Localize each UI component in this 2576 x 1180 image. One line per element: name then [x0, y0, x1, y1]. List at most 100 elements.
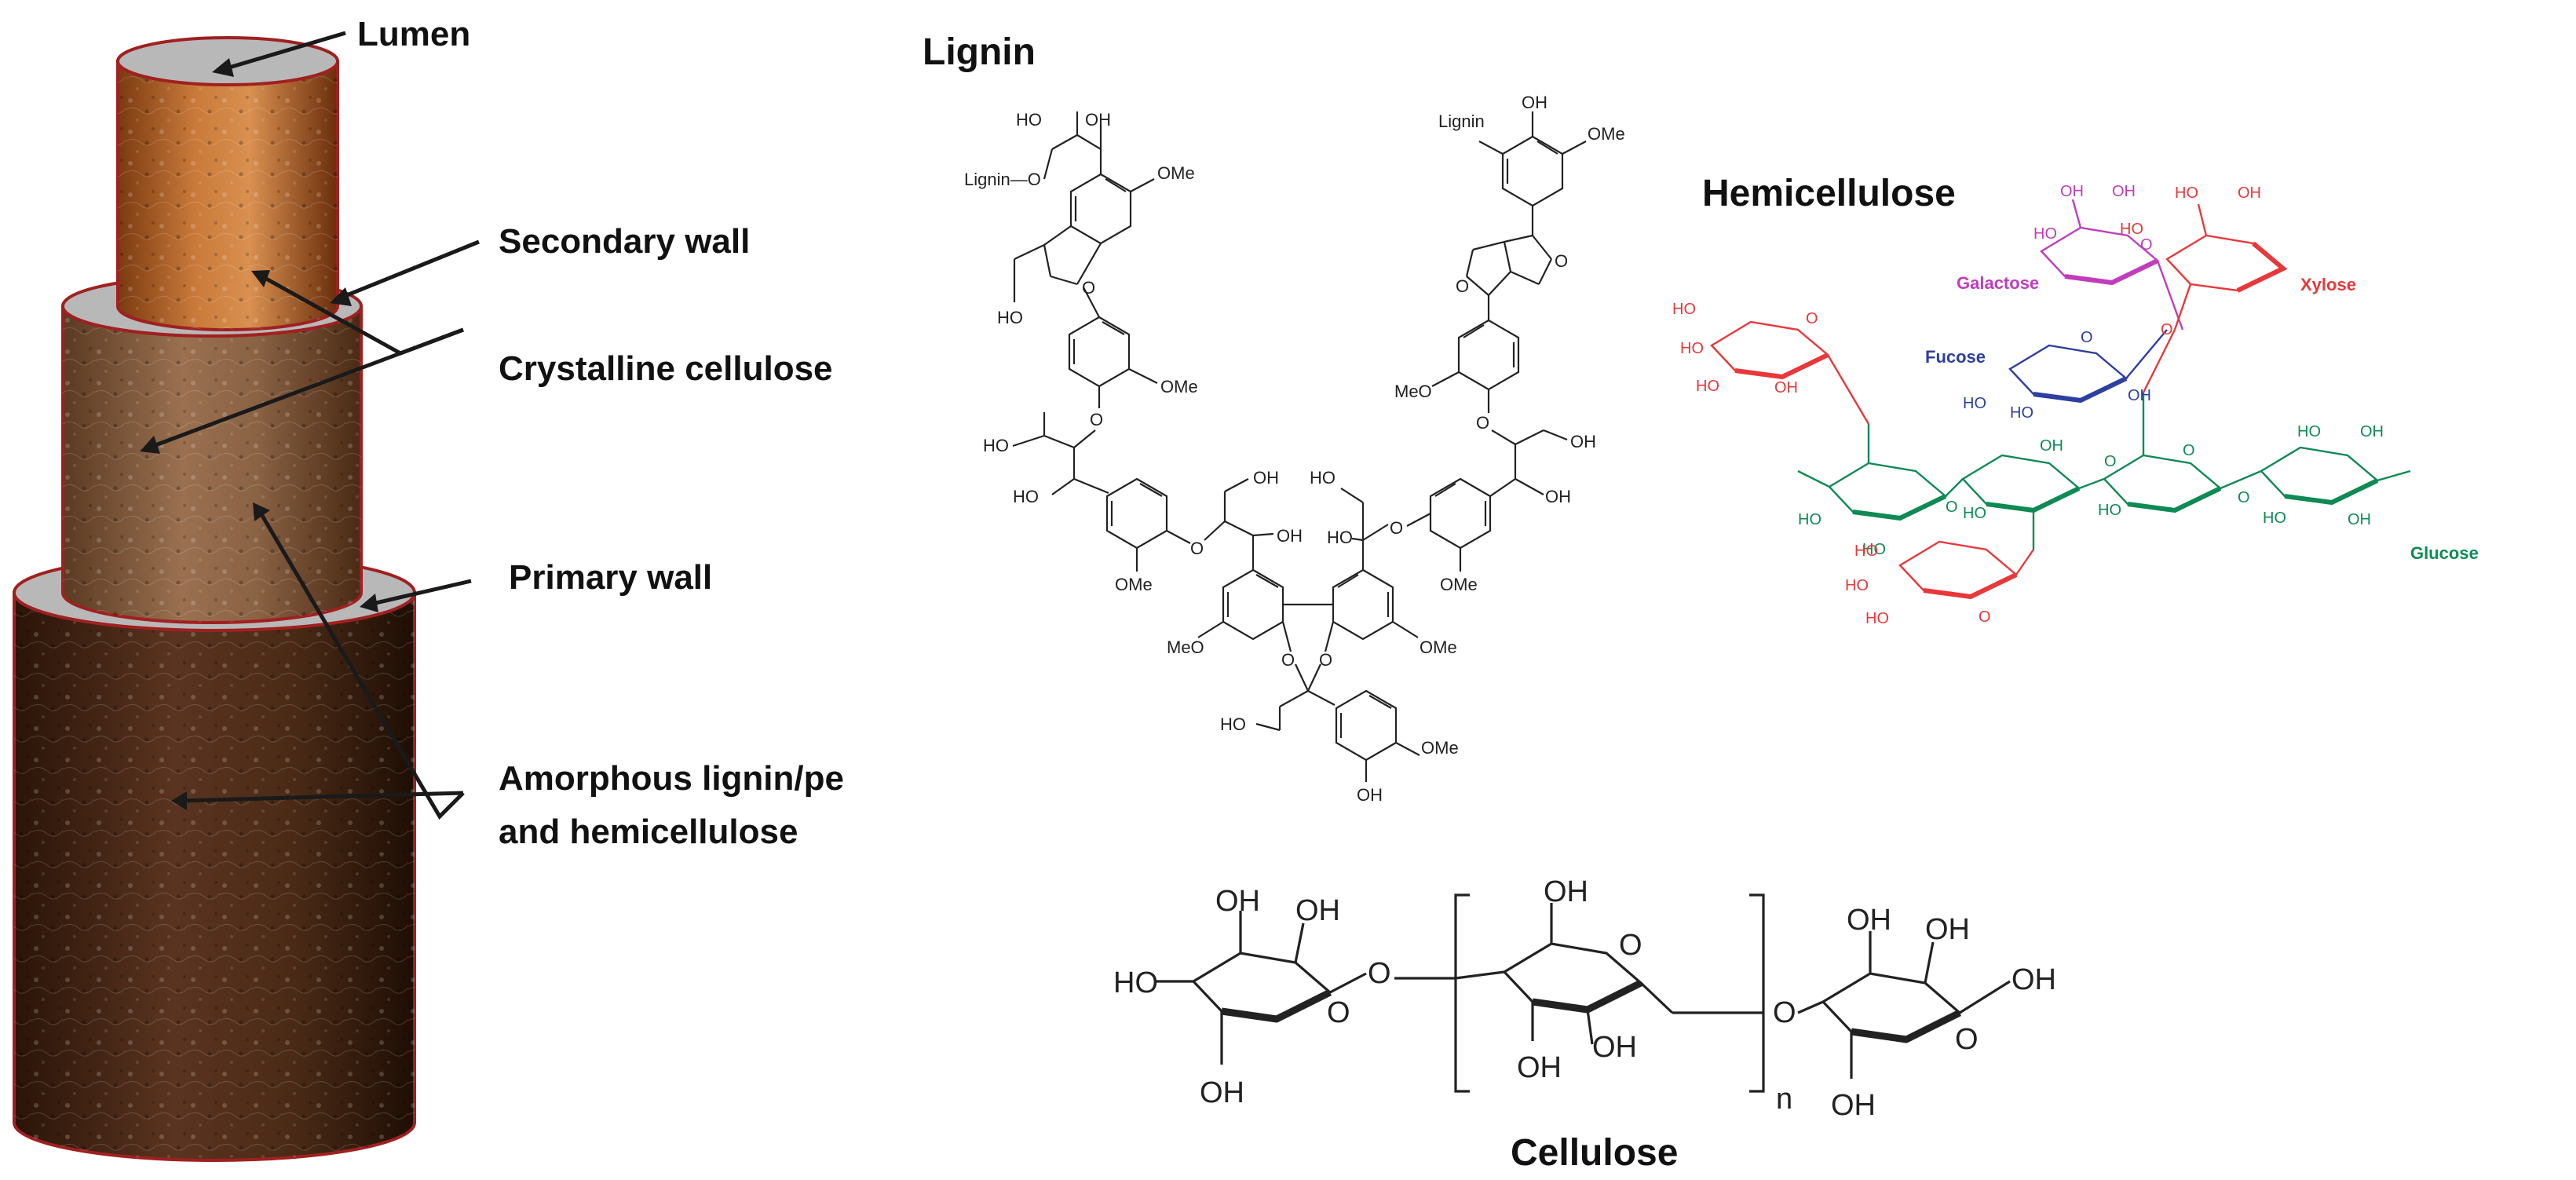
label-lumen: Lumen [357, 15, 470, 53]
atom-ome-7: OMe [1588, 124, 1625, 144]
atom-ho-2: HO [997, 308, 1023, 327]
lignin-ring-3 [1105, 477, 1191, 572]
hemicellulose-title: Hemicellulose [1702, 173, 1956, 214]
cellulose-atom-ho-1: HO [1113, 966, 1158, 999]
cellulose-ring-middle [1455, 903, 1763, 1045]
lignin-ring-4 [1429, 477, 1516, 572]
cellulose-title: Cellulose [1511, 1132, 1678, 1174]
atom-lignin: Lignin [1438, 111, 1485, 131]
hemi-atom-oh-ga1: OH [2060, 183, 2084, 200]
label-secondary-wall: Secondary wall [499, 222, 750, 261]
cellulose-atom-o-4: O [1773, 996, 1796, 1029]
hemi-atom-ho-g3: HO [1963, 505, 1986, 522]
primary-wall-cylinder [13, 553, 416, 1162]
hemi-atom-o-x1: O [1806, 310, 1818, 327]
cellulose-atom-oh-10: OH [1831, 1089, 1876, 1122]
hemi-atom-ho-x4: HO [1854, 543, 1878, 560]
xylose-bottom [1898, 540, 2034, 600]
atom-o-9: O [1555, 251, 1568, 271]
hemi-atom-ho-g1: HO [1798, 511, 1821, 528]
label-crystalline-cellulose: Crystalline cellulose [499, 349, 833, 388]
hemi-atom-ho-x5: HO [1845, 577, 1869, 594]
lignin-structure: Lignin HO OH Lignin—O OMe O HO [923, 31, 1625, 805]
hemi-atom-oh-g1: OH [2040, 437, 2063, 455]
hemi-atom-o-g4: O [2238, 489, 2250, 506]
cellulose-atom-oh-1: OH [1215, 885, 1260, 918]
hemi-atom-oh-g2: OH [2360, 423, 2384, 440]
atom-oh-5: OH [1570, 432, 1596, 451]
cellulose-atom-oh-6: OH [1592, 1031, 1637, 1064]
hemi-atom-ho-x1: HO [1672, 301, 1696, 318]
hemi-atom-o-ga1: O [2140, 236, 2153, 254]
hemi-atom-ho-x6: HO [1865, 610, 1889, 627]
cellulose-atom-o-1: O [1327, 996, 1350, 1029]
atom-oh-3: OH [1277, 526, 1303, 546]
cellulose-atom-n: n [1776, 1083, 1792, 1116]
cellulose-structure: HO OH OH O OH O OH O OH OH n O [1113, 875, 2056, 1174]
atom-ho-1: HO [1016, 110, 1042, 130]
lignin-ring-1 [1043, 149, 1155, 286]
atom-o-7: O [1476, 413, 1489, 433]
glucose-backbone [1797, 393, 2411, 550]
label-primary-wall: Primary wall [509, 558, 712, 597]
fiber-arrows [140, 31, 480, 820]
sugar-fucose: Fucose [1925, 347, 1986, 367]
atom-oh-2: OH [1253, 468, 1279, 488]
lignin-title: Lignin [923, 31, 1036, 73]
hemi-atom-ho-f2: HO [2010, 404, 2033, 422]
hemi-atom-ho-x2: HO [1680, 340, 1704, 357]
hemi-atom-ho-g5: HO [2297, 423, 2321, 440]
xylose-top-right [2142, 203, 2288, 393]
lignin-ring-bottom [1335, 689, 1420, 782]
lignin-ring-5 [1431, 295, 1520, 391]
atom-ho-6: HO [1327, 528, 1353, 547]
atom-oh-6: OH [1545, 487, 1571, 506]
label-amorphous-line1: Amorphous lignin/pe [499, 759, 844, 798]
cellulose-atom-o-2: O [1368, 957, 1391, 990]
hemi-atom-ho-ga1: HO [2033, 225, 2057, 243]
atom-o-1: O [1082, 278, 1095, 298]
atom-oh-1: OH [1085, 110, 1111, 130]
secondary-wall-cylinder [61, 275, 363, 624]
hemi-atom-ho-x8: HO [2175, 184, 2198, 202]
cellulose-atom-o-3: O [1619, 929, 1642, 962]
cellulose-atom-oh-3: OH [1200, 1076, 1244, 1109]
atom-ome-3: OMe [1115, 575, 1153, 594]
hemi-atom-ho-f1: HO [1963, 395, 1986, 412]
fiber-illustration: Lumen Secondary wall Crystalline cellulo… [13, 15, 844, 1162]
lignin-ring-6 [1478, 111, 1587, 207]
cellulose-atom-oh-5: OH [1517, 1051, 1562, 1084]
sugar-glucose: Glucose [2410, 543, 2479, 563]
hemi-atom-o-g3: O [2183, 442, 2195, 459]
lignin-ring-2 [1068, 287, 1158, 408]
atom-ome-6: OMe [1440, 575, 1478, 594]
atom-meo-1: MeO [1167, 637, 1204, 657]
atom-ho-3: HO [983, 436, 1009, 455]
atom-o-8: O [1456, 276, 1469, 296]
hemi-atom-o-x2: O [1979, 608, 1991, 626]
cellulose-atom-oh-9: OH [2011, 963, 2056, 996]
atom-oh-7: OH [1522, 93, 1547, 112]
cellulose-atom-oh-2: OH [1295, 894, 1340, 927]
hemi-atom-oh-x1: OH [1774, 379, 1798, 396]
hemi-atom-ho-g2: HO [1862, 541, 1886, 558]
hemi-atom-ho-x7: HO [2120, 221, 2143, 238]
hemi-atom-ho-g6: HO [2263, 510, 2286, 527]
sugar-xylose: Xylose [2300, 275, 2356, 294]
cellulose-atom-oh-7: OH [1847, 904, 1891, 937]
sugar-galactose: Galactose [1957, 273, 2039, 293]
atom-ome-4: OMe [1420, 637, 1457, 657]
galactose-ring [2040, 199, 2184, 331]
cellulose-atom-oh-4: OH [1544, 875, 1588, 908]
cellulose-atom-oh-8: OH [1925, 913, 1970, 946]
hemi-atom-o-f1: O [2081, 329, 2093, 346]
atom-lignin-o: Lignin—O [964, 170, 1041, 189]
hemi-atom-o-g1: O [1946, 499, 1958, 516]
hemi-atom-oh-ga2: OH [2112, 183, 2136, 200]
atom-ome-2: OMe [1160, 377, 1198, 396]
hemi-atom-oh-f1: OH [2128, 387, 2151, 404]
atom-o-5: O [1319, 650, 1332, 670]
cellulose-ring-right [1821, 931, 2011, 1079]
hemi-atom-o-x3: O [2161, 321, 2173, 338]
